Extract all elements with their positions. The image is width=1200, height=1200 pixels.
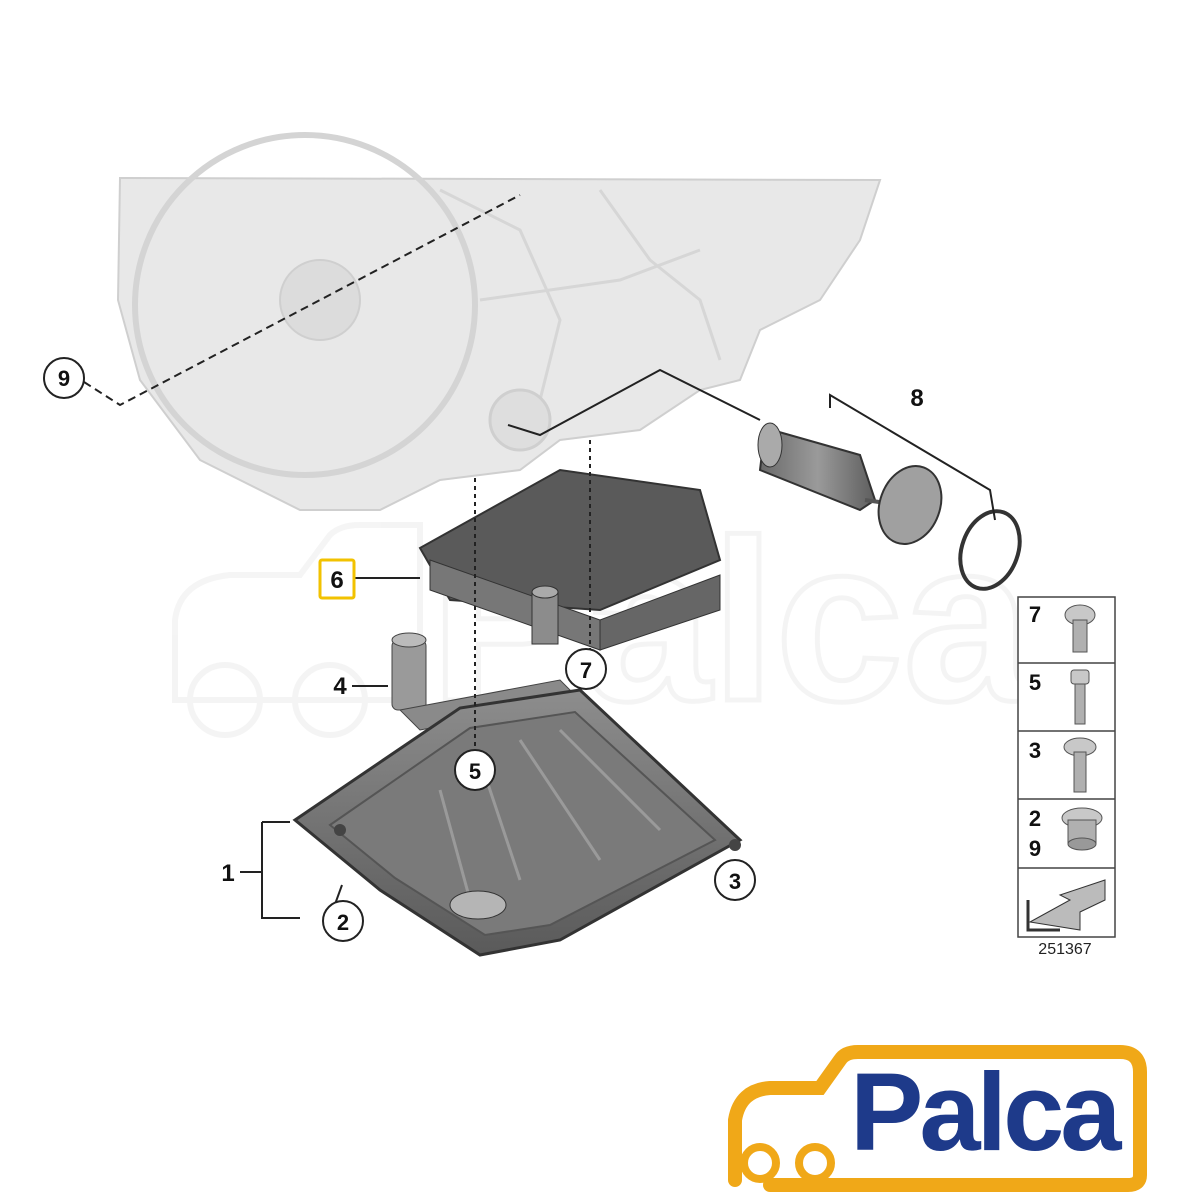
svg-text:5: 5	[469, 759, 481, 784]
callout-9: 9	[43, 357, 85, 399]
svg-text:9: 9	[58, 366, 70, 391]
transmission-housing	[116, 132, 882, 511]
svg-text:9: 9	[1029, 836, 1041, 861]
arrow-icon	[1026, 879, 1106, 932]
svg-text:5: 5	[1029, 670, 1041, 695]
svg-text:1: 1	[221, 860, 234, 887]
legend-row-3: 3	[1029, 737, 1097, 793]
diagram-number: 251367	[1038, 941, 1091, 958]
legend-row-7: 7	[1029, 602, 1096, 653]
callout-5: 5	[454, 749, 496, 791]
legend-row-2-9: 2 9	[1029, 806, 1103, 861]
svg-text:8: 8	[910, 385, 923, 412]
callout-4: 4	[333, 673, 347, 700]
svg-text:7: 7	[580, 658, 592, 683]
legend-row-5: 5	[1029, 669, 1090, 725]
svg-text:7: 7	[1029, 602, 1041, 627]
svg-text:2: 2	[1029, 806, 1041, 831]
callout-6: 6	[318, 558, 356, 600]
fastener-legend: 7 5 3 2 9	[1017, 596, 1116, 938]
oil-pan	[292, 688, 743, 957]
callout-8: 8	[910, 385, 923, 412]
svg-text:6: 6	[330, 567, 343, 594]
callout-7: 7	[565, 648, 607, 690]
callout-2: 2	[322, 900, 364, 942]
svg-text:4: 4	[333, 673, 347, 700]
palca-logo: Palca	[728, 1045, 1147, 1192]
oil-filter	[757, 422, 1022, 591]
svg-text:Palca: Palca	[850, 1051, 1122, 1174]
mechatronic-sleeve	[418, 468, 722, 651]
svg-text:3: 3	[729, 869, 741, 894]
callout-3: 3	[714, 859, 756, 901]
svg-text:2: 2	[337, 910, 349, 935]
callout-1: 1	[221, 860, 234, 887]
svg-text:3: 3	[1029, 738, 1041, 763]
